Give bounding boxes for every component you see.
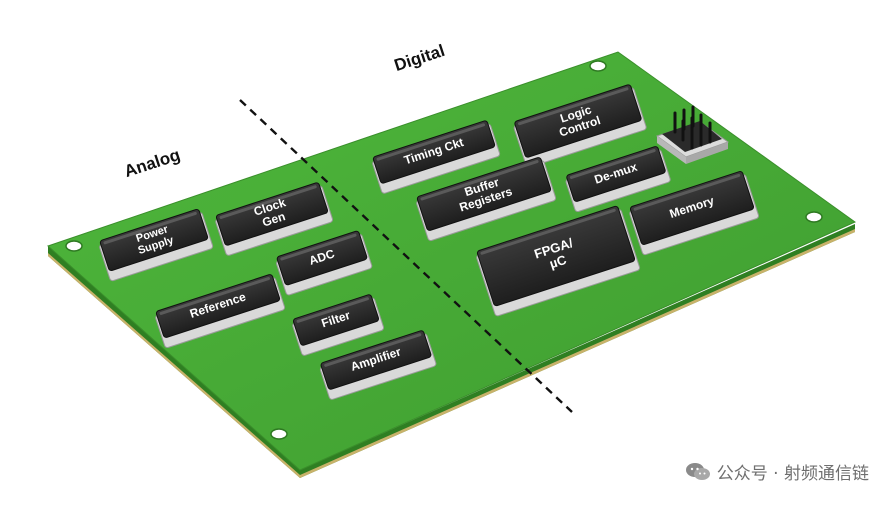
chip-highlight [280,233,357,261]
chip-body [292,294,380,346]
chip-highlight [633,173,741,211]
chip-highlight [296,297,369,323]
chip-body [155,274,281,338]
chip-reference: Reference [155,274,286,349]
chip-label: Gen [260,209,287,230]
chip-body [566,146,666,202]
chip-body [629,171,755,245]
chip-body [416,157,552,231]
chip-body [99,208,209,272]
chip-body [514,84,642,158]
chip-highlight [103,211,197,245]
chip-amplifier: Amplifier [319,330,437,400]
chip-body [215,182,329,246]
chip-highlight [159,277,270,315]
wechat-icon [685,462,711,482]
chip-highlight [324,333,422,367]
chip-highlight [420,160,539,201]
chip-highlight [219,185,317,219]
chip-highlight [480,208,616,255]
mounting-hole [270,428,288,440]
chip-body [372,120,496,184]
chip-highlight [569,149,656,179]
mounting-hole [65,240,83,252]
chip-body [476,205,636,307]
chip-timing-ckt: Timing Ckt [372,120,501,194]
mounting-hole [589,60,607,72]
chip-body [276,230,368,286]
analog-digital-divider [239,99,573,413]
chip-fpga: FPGA/µC [476,205,641,317]
chip-de-mux: De-mux [565,146,671,212]
chip-body [320,330,432,390]
mounting-hole [805,211,823,223]
watermark-text: 公众号 · 射频通信链 [716,464,869,484]
chip-label: µC [547,252,568,272]
pin-header-connector [655,105,730,164]
watermark: 公众号 · 射频通信链 [685,459,869,484]
chip-filter: Filter [292,294,385,356]
chip-highlight [376,123,486,161]
chip-memory: Memory [629,171,760,256]
chip-adc: ADC [276,230,373,296]
chip-highlight [517,87,629,126]
